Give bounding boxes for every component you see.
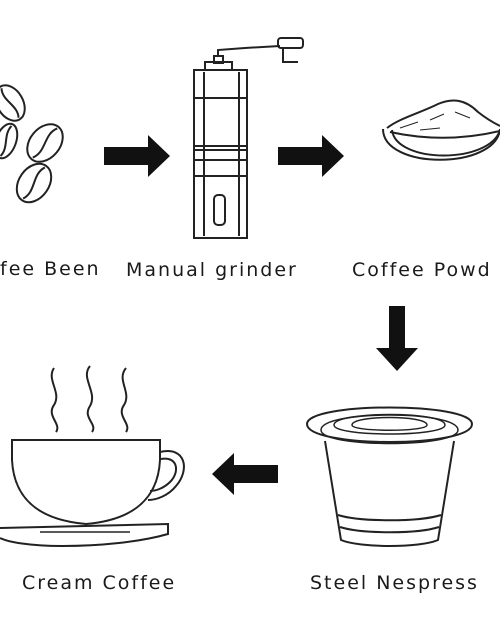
step-label-coffee-powder: Coffee Powd [352, 259, 492, 281]
arrow-right-2 [278, 135, 344, 177]
steam-icon [50, 365, 129, 433]
arrow-left [212, 453, 278, 495]
coffee-beans-icon [0, 84, 64, 204]
steel-capsule-icon [305, 406, 474, 547]
step-label-manual-grinder: Manual grinder [126, 259, 298, 281]
arrow-right-1 [104, 135, 170, 177]
coffee-cup-icon [0, 439, 185, 548]
step-label-steel-capsule: Steel Nespress [310, 572, 479, 594]
step-label-coffee-beans: fee Been [0, 258, 101, 280]
coffee-powder-bowl-icon [382, 99, 500, 161]
manual-grinder-icon [193, 37, 304, 239]
step-label-cream-coffee: Cream Coffee [22, 572, 177, 594]
arrow-down [376, 306, 418, 371]
